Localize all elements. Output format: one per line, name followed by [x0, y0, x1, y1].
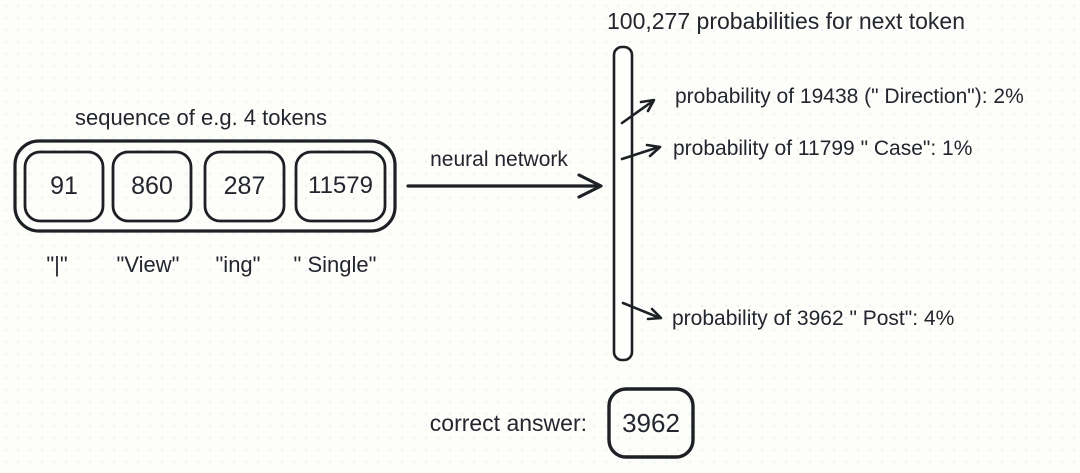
- correct-answer-value: 3962: [622, 407, 680, 438]
- probability-arrow-2: [620, 143, 662, 161]
- sequence-label: sequence of e.g. 4 tokens: [75, 105, 327, 130]
- neural-network-arrow-shape: [406, 173, 603, 199]
- probability-bar: [612, 45, 634, 362]
- token-string-2: "View": [116, 252, 180, 277]
- token-string-4: " Single": [293, 252, 377, 277]
- probabilities-title: 100,277 probabilities for next token: [607, 8, 966, 34]
- token-box-2: [111, 150, 193, 223]
- probability-label-1: probability of 19438 (" Direction"): 2%: [675, 85, 1024, 108]
- token-id-2: 860: [131, 171, 173, 200]
- token-id-3: 287: [223, 171, 266, 200]
- probability-arrow-1: [620, 98, 656, 125]
- token-box-1: [23, 150, 105, 223]
- probability-arrow-3: [621, 301, 663, 321]
- token-box-3: [203, 150, 286, 223]
- token-string-1: "|": [46, 252, 68, 277]
- neural-network-label: neural network: [430, 148, 568, 171]
- correct-answer-label: correct answer:: [429, 410, 587, 436]
- probability-label-3: probability of 3962 " Post": 4%: [672, 307, 955, 330]
- token-string-3: "ing": [215, 252, 261, 277]
- token-sequence-outline: [13, 139, 397, 233]
- answer-box: [607, 387, 695, 459]
- token-box-4: [294, 150, 387, 223]
- token-id-1: 91: [50, 171, 78, 200]
- probability-label-2: probability of 11799 " Case": 1%: [673, 137, 973, 160]
- token-id-4: 11579: [308, 172, 373, 200]
